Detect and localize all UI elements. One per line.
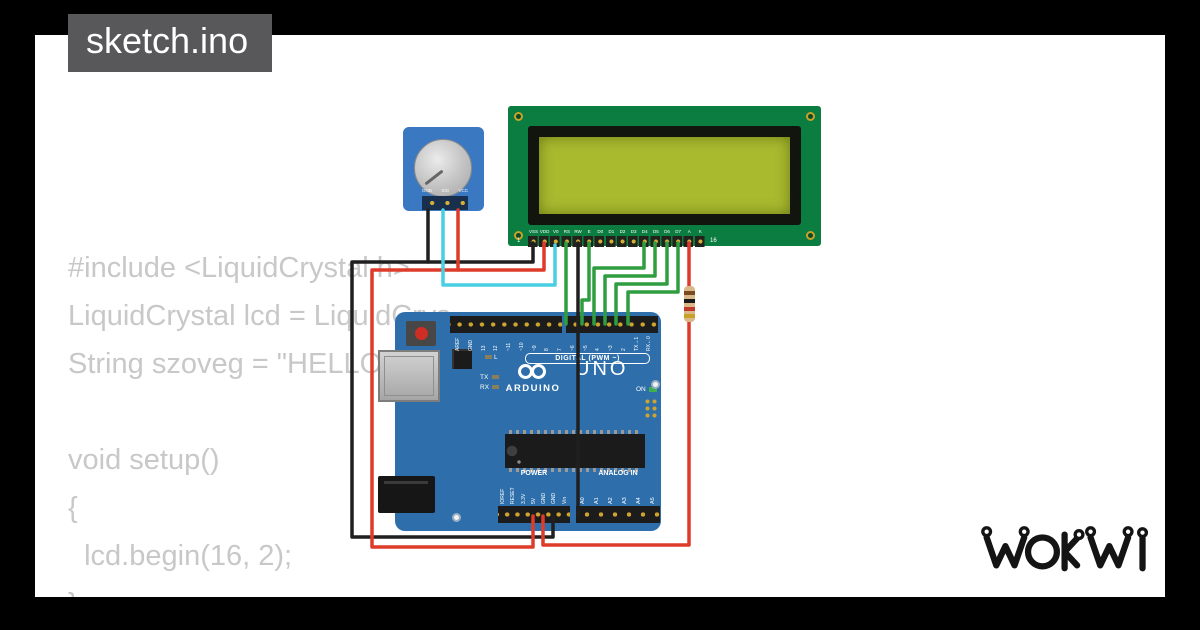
l-label: L [494, 354, 498, 361]
lcd-mount-hole [806, 112, 815, 121]
arduino-logo-icon [531, 364, 546, 379]
logo-letter-o [1024, 534, 1061, 570]
logo-node-icon [1085, 526, 1097, 538]
wire-lcd-vdd-to-5v[interactable] [370, 241, 546, 549]
wire-pot-sig-to-v0[interactable] [441, 208, 557, 287]
reset-button-cap[interactable] [414, 327, 428, 340]
code-line: lcd.begin(16, 2); [68, 540, 293, 572]
lcd-pin-label: VSS [529, 229, 539, 234]
potentiometer-pin-header[interactable] [422, 196, 468, 210]
logo-letter-k [1061, 531, 1081, 572]
potentiometer-pin-label: SIG [441, 188, 450, 193]
lcd-pin-label: D0 [597, 229, 604, 234]
tx-label: TX [480, 374, 489, 381]
logo-letter-w2 [1087, 534, 1132, 569]
lcd-pin-label: D2 [619, 229, 626, 234]
wokwi-logo[interactable]: WOKWI [978, 520, 1156, 578]
lcd-pin-label: RW [574, 229, 582, 234]
analog-section-label: ANALOG IN [598, 470, 638, 477]
lcd-mount-hole [514, 231, 523, 240]
led-rx-icon [492, 385, 499, 389]
lcd-pin-label: V0 [553, 229, 559, 234]
wire-lcd-e[interactable] [580, 241, 591, 326]
wire-lcd-d6[interactable] [614, 241, 669, 326]
lcd-pin-label: VDD [539, 229, 550, 234]
resistor-band [684, 299, 695, 303]
wire-lcd-d4[interactable] [592, 241, 646, 326]
atmega328-chip [505, 430, 645, 472]
logo-node-icon [1018, 526, 1030, 538]
code-line: LiquidCrystal lcd = LiquidCrys [68, 300, 451, 332]
lcd-pin-label: D7 [675, 229, 682, 234]
lcd-mount-hole [514, 112, 523, 121]
resistor[interactable] [684, 286, 695, 322]
potentiometer[interactable]: GND SIG VCC [403, 127, 484, 211]
uno-mount-hole [651, 380, 660, 389]
file-tab[interactable]: sketch.ino [68, 14, 273, 72]
analog-header[interactable] [576, 506, 660, 523]
lcd-mount-hole [806, 231, 815, 240]
arduino-model-text: UNO [575, 358, 629, 380]
lcd-pin-label: RS [563, 229, 571, 234]
lcd-pin-label: D1 [608, 229, 615, 234]
lcd-pin-label: A [687, 229, 691, 234]
potentiometer-pin-labels: GND SIG VCC [422, 188, 468, 193]
rx-label: RX [480, 384, 490, 391]
lcd-pin-header[interactable] [528, 236, 706, 247]
logo-node-icon [1073, 529, 1085, 541]
wire-lcd-d5[interactable] [603, 241, 657, 326]
power-section-label: POWER [520, 470, 548, 477]
uno-mount-hole [452, 513, 461, 522]
wire-lcd-d7[interactable] [626, 241, 680, 326]
potentiometer-pin-label: GND [422, 188, 432, 193]
lcd-pin-number-last: 16 [710, 238, 717, 244]
logo-node-icon [981, 526, 993, 538]
lcd-pin-label: D4 [641, 229, 648, 234]
usb-connector [378, 350, 440, 402]
digital-header-left[interactable] [450, 316, 562, 333]
led-l-icon [485, 355, 492, 359]
lcd-screen [539, 137, 790, 214]
wire-resistor-to-5v[interactable] [541, 316, 691, 547]
code-line: { [68, 492, 78, 524]
logo-node-icon [1122, 526, 1134, 538]
lcd-pin-label: E [587, 229, 591, 234]
digital-section-label: DIGITAL (PWM ~) [525, 353, 650, 364]
lcd-pin-number-first: 1 [517, 238, 521, 244]
frame-bar-left [0, 0, 35, 630]
lcd-pin-label: D6 [664, 229, 670, 234]
lcd-pin-label: D3 [630, 229, 637, 234]
lcd-pin-label: K [698, 229, 702, 234]
frame-bar-bottom [0, 597, 1200, 630]
wire-lcd-vss-to-gnd[interactable] [350, 241, 555, 539]
power-led-icon [649, 387, 657, 392]
frame-bar-right [1165, 0, 1200, 630]
potentiometer-knob[interactable] [414, 139, 472, 197]
icsp-header[interactable] [644, 398, 658, 419]
potentiometer-pin-label: VCC [458, 188, 468, 193]
file-tab-label: sketch.ino [86, 20, 249, 61]
resistor-band [684, 291, 695, 295]
digital-header-right[interactable] [566, 316, 658, 333]
resistor-band [684, 307, 695, 311]
lcd-pin-label: D5 [653, 229, 659, 234]
led-tx-icon [492, 375, 499, 379]
logo-node-icon [1136, 527, 1149, 539]
resistor-band [684, 314, 695, 318]
power-jack [378, 476, 435, 513]
on-label: ON [636, 386, 646, 393]
lcd-bezel [528, 126, 801, 225]
arduino-brand-text: ARDUINO [505, 383, 561, 394]
logo-letter-w1 [983, 534, 1028, 569]
usb-interface-chip [452, 349, 472, 369]
reset-button[interactable] [406, 321, 436, 346]
code-line: void setup() [68, 444, 220, 476]
code-preview: #include <LiquidCrystal.h>LiquidCrystal … [68, 100, 451, 630]
